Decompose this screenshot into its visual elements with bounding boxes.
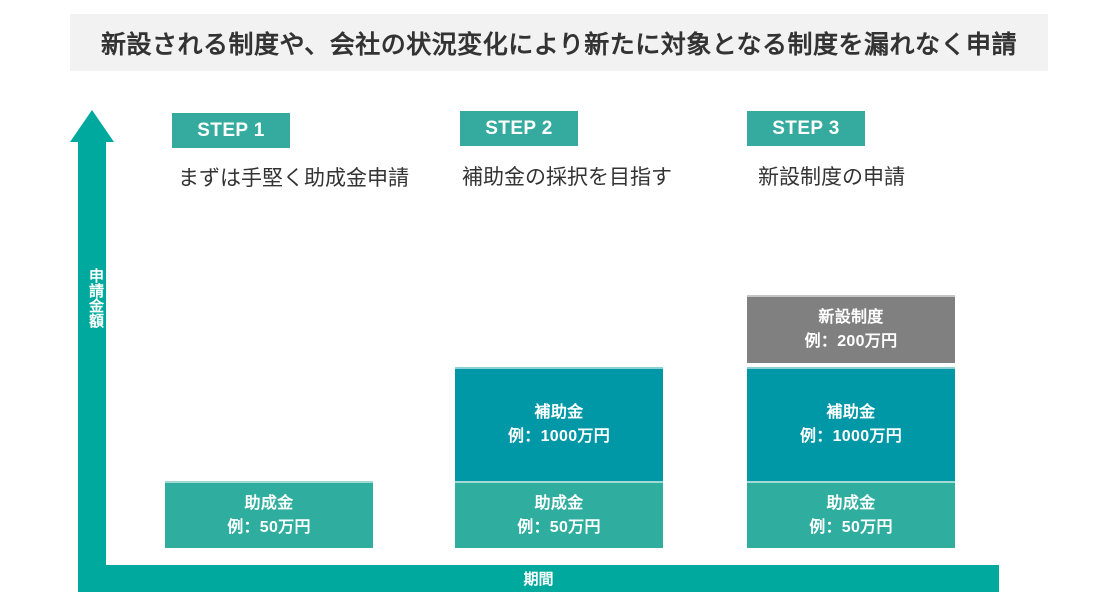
- x-axis: [78, 565, 999, 592]
- step-badge-2[interactable]: STEP 2: [460, 111, 578, 146]
- step-caption-2: 補助金の採択を目指す: [462, 166, 672, 189]
- bar-step2-grant[interactable]: 助成金 例：50万円: [455, 481, 663, 548]
- bar-step3-grant[interactable]: 助成金 例：50万円: [747, 481, 955, 548]
- up-arrow-icon: [70, 110, 114, 142]
- page-title: 新設される制度や、会社の状況変化により新たに対象となる制度を漏れなく申請: [100, 30, 1017, 59]
- y-axis-label: 申請金額: [87, 268, 104, 328]
- step-caption-3: 新設制度の申請: [758, 166, 905, 189]
- step-badge-3[interactable]: STEP 3: [747, 111, 865, 146]
- bar-step2-subsidy[interactable]: 補助金 例：1000万円: [455, 367, 663, 481]
- bar-label-amount: 例：1000万円: [800, 428, 902, 445]
- bar-step3-subsidy[interactable]: 補助金 例：1000万円: [747, 367, 955, 481]
- step-badge-1[interactable]: STEP 1: [172, 113, 290, 148]
- step-caption-1: まずは手堅く助成金申請: [178, 167, 409, 190]
- bar-label-amount: 例：1000万円: [508, 428, 610, 445]
- header-band: 新設される制度や、会社の状況変化により新たに対象となる制度を漏れなく申請: [70, 14, 1048, 71]
- y-axis: [78, 140, 106, 592]
- bar-label-amount: 例：200万円: [804, 333, 898, 350]
- bar-label-amount: 例：50万円: [517, 518, 601, 536]
- bar-label-amount: 例：50万円: [227, 518, 311, 536]
- bar-label-name: 新設制度: [818, 309, 884, 326]
- bar-label-name: 助成金: [826, 494, 876, 512]
- bar-label-name: 助成金: [534, 494, 584, 512]
- bar-step3-new-system[interactable]: 新設制度 例：200万円: [747, 295, 955, 363]
- bar-label-name: 補助金: [534, 404, 584, 421]
- bar-label-amount: 例：50万円: [809, 518, 893, 536]
- x-axis-label: 期間: [523, 571, 554, 588]
- bar-label-name: 助成金: [244, 494, 294, 512]
- bar-step1-grant[interactable]: 助成金 例：50万円: [165, 481, 373, 548]
- bar-label-name: 補助金: [826, 404, 876, 421]
